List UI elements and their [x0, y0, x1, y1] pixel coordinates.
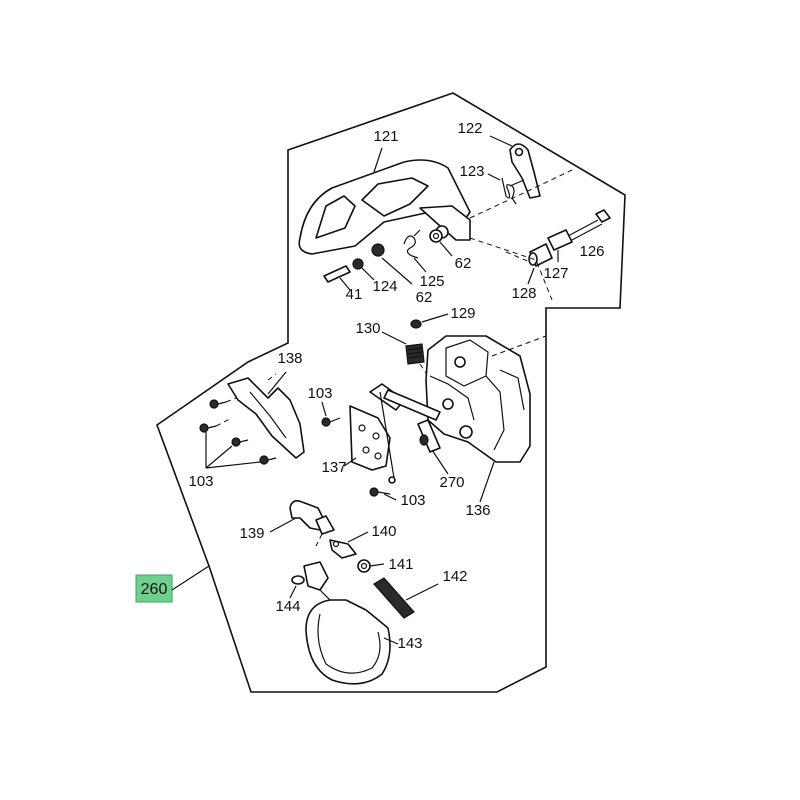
- leader-140: [347, 531, 369, 543]
- leader-122: [489, 135, 513, 147]
- section-badge-label: 260: [141, 581, 168, 598]
- label-143: 143: [397, 635, 422, 652]
- leader-141: [369, 563, 385, 567]
- part-103-screw-f[interactable]: [369, 487, 391, 497]
- label-103-a: 103: [307, 385, 332, 402]
- leader-103a-fan: [205, 432, 261, 469]
- label-62-a: 62: [455, 255, 472, 272]
- part-127-sleeve[interactable]: [547, 229, 573, 251]
- leader-270: [431, 449, 449, 475]
- label-129: 129: [450, 305, 475, 322]
- leader-41: [339, 277, 351, 291]
- leader-124: [361, 267, 375, 281]
- leader-138: [267, 371, 287, 395]
- leader-103c: [383, 493, 397, 501]
- part-124-washer[interactable]: [352, 258, 364, 270]
- leader-142: [405, 583, 439, 601]
- label-103-c: 103: [400, 492, 425, 509]
- part-128-bush[interactable]: [528, 243, 553, 267]
- label-136: 136: [465, 502, 490, 519]
- alignment-line-8: [315, 533, 323, 547]
- part-143-brake-band[interactable]: [303, 561, 391, 685]
- part-125-spring[interactable]: [403, 229, 421, 259]
- leader-143: [383, 637, 399, 645]
- part-103-screw-a[interactable]: [209, 399, 227, 409]
- label-270: 270: [439, 474, 464, 491]
- part-129-nut[interactable]: [410, 319, 422, 329]
- label-126: 126: [579, 243, 604, 260]
- part-103-screw-e[interactable]: [321, 417, 341, 427]
- label-141: 141: [388, 556, 413, 573]
- part-103-screw-c[interactable]: [231, 437, 249, 447]
- bracket-rod[interactable]: [369, 383, 441, 484]
- part-141-washer[interactable]: [357, 559, 371, 573]
- part-138-cover-plate[interactable]: [227, 377, 305, 459]
- label-130: 130: [355, 320, 380, 337]
- leader-62a: [439, 241, 453, 257]
- leader-136: [479, 461, 495, 503]
- alignment-line-3: [505, 251, 531, 263]
- label-41: 41: [346, 286, 363, 303]
- section-badge[interactable]: 260: [135, 574, 173, 603]
- label-121: 121: [373, 128, 398, 145]
- leader-123: [487, 173, 501, 181]
- leader-121: [373, 147, 383, 173]
- leader-144: [289, 585, 297, 599]
- part-103-screw-d[interactable]: [259, 455, 277, 465]
- alignment-line-6: [267, 373, 277, 381]
- part-137-plate[interactable]: [349, 405, 391, 471]
- leader-130: [381, 331, 407, 345]
- leader-103b: [321, 401, 327, 417]
- badge-leader: [171, 565, 210, 591]
- part-140-link[interactable]: [329, 539, 357, 559]
- part-123-spring[interactable]: [501, 177, 525, 205]
- part-62-nut-b[interactable]: [371, 243, 385, 257]
- label-142: 142: [442, 568, 467, 585]
- label-139: 139: [239, 525, 264, 542]
- label-127: 127: [543, 265, 568, 282]
- label-138: 138: [277, 350, 302, 367]
- part-136-housing[interactable]: [425, 335, 531, 463]
- part-144-ring[interactable]: [291, 575, 305, 585]
- leader-62b: [381, 257, 413, 285]
- label-62-b: 62: [416, 289, 433, 306]
- label-124: 124: [372, 278, 397, 295]
- label-103-b: 103: [188, 473, 213, 490]
- label-140: 140: [371, 523, 396, 540]
- part-139-lever[interactable]: [289, 500, 335, 535]
- alignment-line-5: [491, 335, 547, 357]
- alignment-line-1: [469, 169, 573, 219]
- leader-125: [413, 257, 427, 273]
- label-125: 125: [419, 273, 444, 290]
- alignment-line-7: [215, 397, 237, 427]
- leader-129: [421, 313, 449, 323]
- leader-139: [269, 517, 297, 533]
- label-144: 144: [275, 598, 300, 615]
- part-62-nut-a[interactable]: [429, 229, 443, 243]
- part-121-hand-guard[interactable]: [298, 159, 471, 255]
- part-142-spring[interactable]: [373, 577, 415, 619]
- label-122: 122: [457, 120, 482, 137]
- label-137: 137: [321, 459, 346, 476]
- section-badge-box: [135, 574, 173, 603]
- leader-137: [343, 457, 357, 467]
- label-123: 123: [459, 163, 484, 180]
- assembly-outline: [156, 92, 626, 693]
- label-128: 128: [511, 285, 536, 302]
- part-126-bolt[interactable]: [567, 209, 611, 241]
- part-103-screw-b[interactable]: [199, 423, 217, 433]
- part-130-spring[interactable]: [405, 343, 425, 365]
- leader-128: [527, 267, 535, 285]
- part-270-pin[interactable]: [417, 419, 441, 453]
- part-41-pin[interactable]: [323, 265, 351, 283]
